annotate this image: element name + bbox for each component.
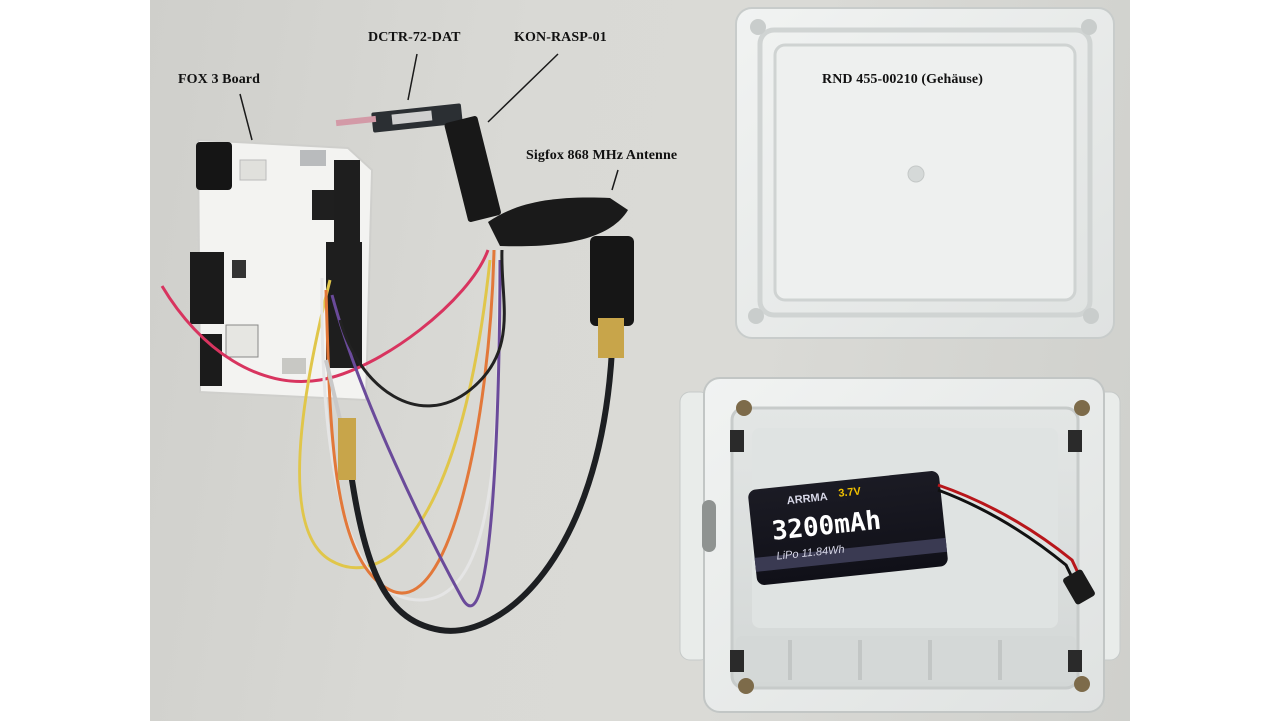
kon-connector	[444, 116, 501, 222]
battery-voltage-text: 3.7V	[838, 485, 862, 499]
label-enclosure: RND 455-00210 (Gehäuse)	[822, 72, 983, 87]
hardware-photo: ARRMA 3.7V 3200mAh LiPo 11.84Wh	[160, 7, 1121, 713]
dctr-module	[335, 103, 463, 133]
label-fox3-board: FOX 3 Board	[178, 72, 260, 87]
leader-lines	[239, 53, 619, 191]
label-sigfox-antenna: Sigfox 868 MHz Antenne	[526, 148, 678, 163]
label-kon-rasp-01: KON-RASP-01	[514, 30, 607, 45]
fox3-board	[190, 138, 374, 402]
label-dctr-72-dat: DCTR-72-DAT	[368, 30, 461, 45]
sigfox-antenna	[338, 197, 634, 480]
battery-brand-text: ARRMA	[786, 491, 828, 507]
enclosure-lid	[735, 7, 1115, 339]
photo: ARRMA 3.7V 3200mAh LiPo 11.84Wh	[150, 0, 1130, 721]
lipo-battery	[748, 471, 1095, 605]
wires	[160, 249, 615, 634]
